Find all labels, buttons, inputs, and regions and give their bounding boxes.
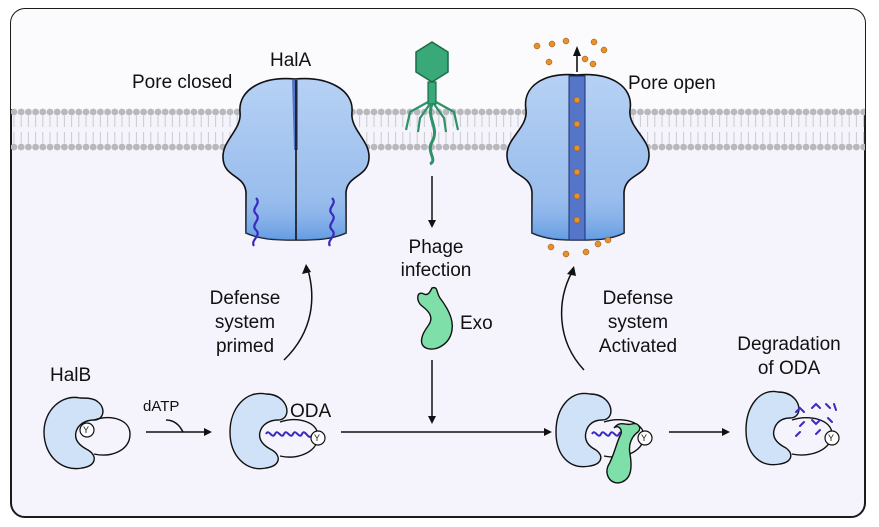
phage-infection-label-line2: infection [400, 260, 472, 281]
hala-label: HalA [270, 50, 312, 71]
halb-degraded-oda [745, 390, 840, 466]
arrows [146, 176, 724, 433]
hala-pore-closed-icon [222, 77, 370, 247]
exo-protein-icon [417, 286, 454, 350]
degradation-label-line2: of ODA [757, 358, 821, 379]
halb-protein-icon [43, 396, 131, 470]
y-residue-label: Y [314, 433, 321, 443]
arrowheads [204, 220, 730, 436]
phage-icon [404, 41, 460, 166]
datp-label: dATP [143, 398, 180, 415]
hala-pore-open-icon [506, 37, 650, 258]
halb-oda-exo-complex [555, 392, 653, 484]
exo-label: Exo [460, 313, 493, 334]
pore-closed-label: Pore closed [132, 72, 233, 93]
defense-primed-label-line3: primed [215, 336, 275, 357]
oda-rna-icon [252, 197, 259, 247]
defense-activated-label-line3: Activated [598, 336, 678, 357]
oda-label: ODA [290, 401, 332, 422]
halb-oda-complex [229, 392, 326, 470]
halb-label: HalB [50, 365, 92, 386]
pore-open-label: Pore open [628, 73, 716, 94]
phage-infection-label-line1: Phage [408, 237, 464, 258]
degradation-label-line1: Degradation [737, 334, 841, 355]
defense-activated-label-line2: system [607, 312, 669, 333]
y-residue-label: Y [828, 433, 835, 443]
defense-primed-label-line1: Defense [209, 288, 281, 309]
y-residue-label: Y [83, 425, 90, 435]
defense-primed-label-line2: system [214, 312, 276, 333]
y-residue-label: Y [641, 433, 648, 443]
defense-activated-label-line1: Defense [602, 288, 674, 309]
